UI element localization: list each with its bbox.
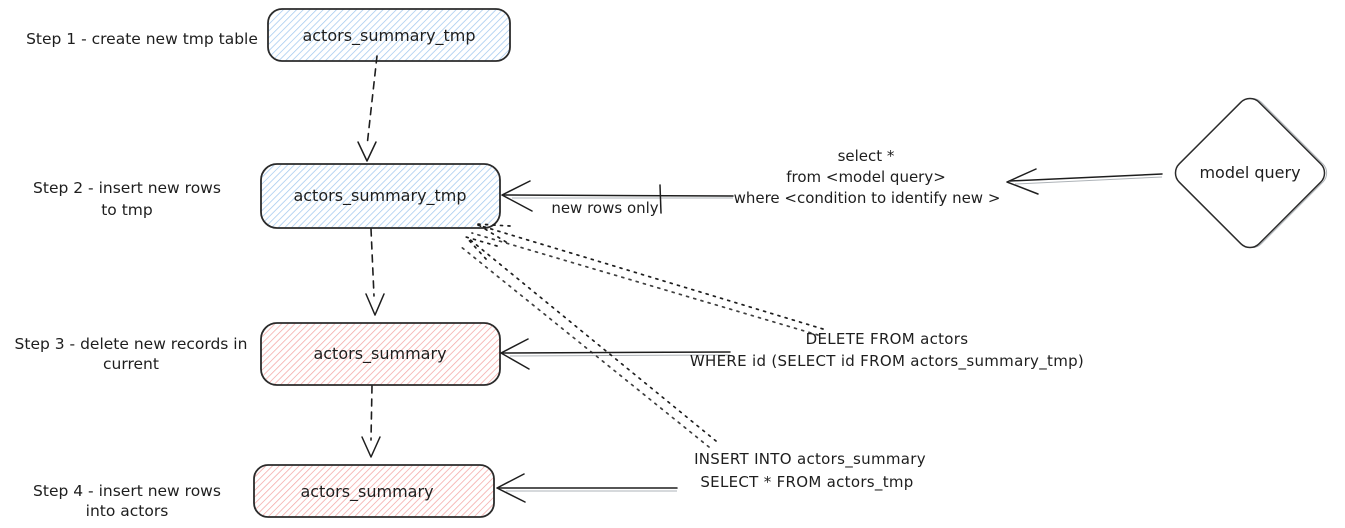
- select-query-line3: where <condition to identify new >: [734, 189, 1001, 207]
- delete-query-line2: WHERE id (SELECT id FROM actors_summary_…: [690, 352, 1084, 371]
- dotted-arrow-insert-to-tmp: [459, 236, 717, 448]
- dotted-arrow-delete-to-tmp: [471, 223, 824, 336]
- arrow-select-to-tmp: [501, 180, 734, 214]
- step2-caption-line1: Step 2 - insert new rows: [33, 179, 221, 197]
- node-step3-actors-summary: [260, 322, 501, 386]
- select-query-line1: select *: [838, 147, 895, 165]
- arrow-step1-to-step2: [357, 55, 378, 162]
- arrow-step3-to-step4: [361, 385, 381, 458]
- node-step4-actors-summary: [253, 464, 495, 518]
- step3-caption-line2: current: [103, 355, 159, 373]
- new-rows-only-label: new rows only: [551, 199, 658, 217]
- node-step2-label: actors_summary_tmp: [293, 186, 466, 206]
- insert-query-line2: SELECT * FROM actors_tmp: [700, 473, 913, 492]
- insert-query-line1: INSERT INTO actors_summary: [694, 450, 926, 469]
- node-step4-label: actors_summary: [300, 482, 433, 502]
- select-query-line2: from <model query>: [786, 168, 946, 186]
- step2-caption-line2: to tmp: [101, 201, 153, 219]
- model-query-label: model query: [1199, 163, 1300, 182]
- node-step1-label: actors_summary_tmp: [302, 26, 475, 46]
- arrow-model-query-to-select: [1006, 168, 1163, 195]
- step4-caption-line1: Step 4 - insert new rows: [33, 482, 221, 500]
- node-step2-actors-summary-tmp: [260, 163, 501, 229]
- step1-caption: Step 1 - create new tmp table: [26, 30, 258, 48]
- model-query-diamond-shape: [1174, 97, 1326, 249]
- model-query-diamond: [1174, 97, 1328, 249]
- arrow-delete-to-current: [500, 338, 731, 370]
- arrow-insert-to-actors: [496, 473, 678, 503]
- step4-caption-line2: into actors: [86, 502, 169, 520]
- node-step3-label: actors_summary: [313, 344, 446, 364]
- step3-caption-line1: Step 3 - delete new records in: [15, 335, 248, 353]
- node-step1-actors-summary-tmp: [267, 8, 511, 62]
- delete-query-line1: DELETE FROM actors: [806, 330, 969, 348]
- arrow-step2-to-step3: [365, 228, 385, 316]
